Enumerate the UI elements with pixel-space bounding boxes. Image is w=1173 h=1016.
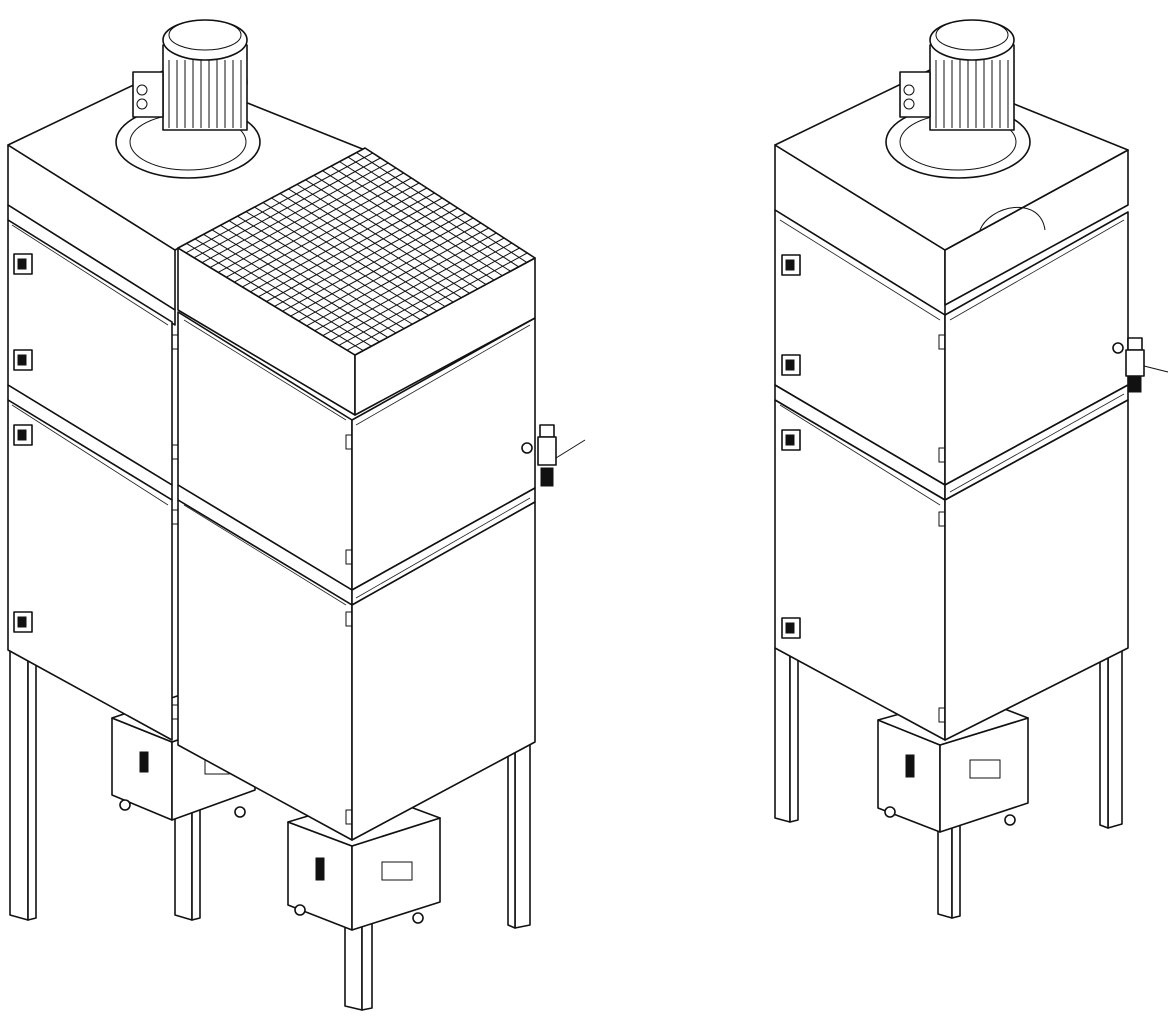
grid-line — [356, 152, 528, 263]
filter-grid-box — [177, 147, 536, 416]
grid-line — [305, 179, 478, 290]
support-legs-single — [774, 645, 1123, 919]
grid-line — [282, 212, 466, 312]
grid-line — [306, 227, 489, 327]
air-regulator-single — [1112, 337, 1169, 393]
dust-collector-double — [7, 19, 586, 1011]
grid-line — [338, 247, 520, 346]
grid-line — [322, 170, 495, 281]
door-latches-single — [781, 254, 801, 639]
grid-line — [274, 207, 458, 307]
grid-line — [314, 232, 497, 332]
fan-motor-single — [885, 19, 1031, 179]
grid-line — [296, 183, 470, 294]
fan-motor-left — [115, 19, 261, 179]
air-regulator-left — [521, 424, 586, 487]
grid-line — [322, 237, 505, 336]
center-face-modules — [177, 311, 353, 841]
grid-line — [346, 252, 528, 351]
grid-line — [290, 217, 474, 317]
grid-line — [347, 156, 519, 268]
grid-line — [298, 222, 482, 322]
grid-line — [339, 161, 511, 272]
dust-collector-single — [774, 19, 1169, 919]
grid-line — [313, 174, 487, 285]
left-face-modules — [7, 204, 176, 741]
grid-line — [330, 165, 503, 277]
right-face-modules — [171, 317, 536, 841]
motor-cooling-fins-single — [935, 60, 1009, 128]
grid-line — [266, 202, 451, 302]
grid-line — [288, 188, 462, 299]
filter-grid-lines — [185, 152, 528, 352]
grid-line — [330, 242, 513, 341]
single-face-modules — [774, 209, 1129, 741]
motor-cooling-fins — [168, 60, 242, 128]
grid-line — [279, 193, 454, 303]
